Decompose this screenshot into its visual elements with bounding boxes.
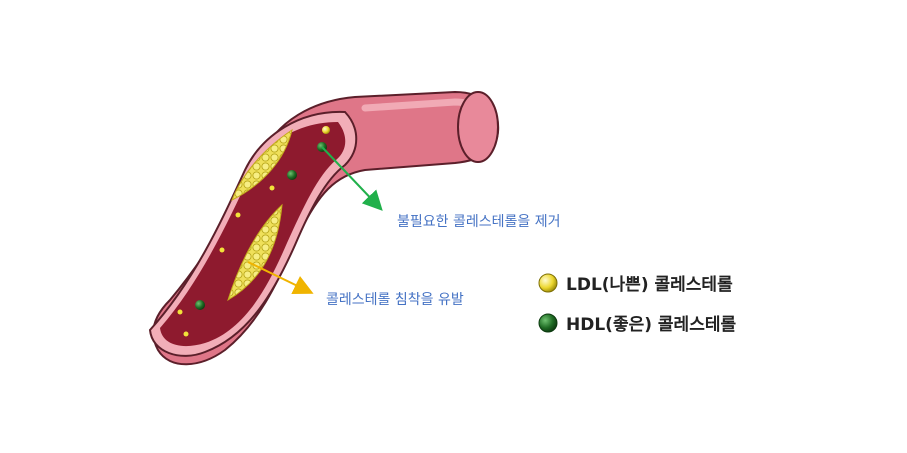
legend-hdl-swatch (538, 313, 558, 333)
plaque-deposit-upper (231, 128, 293, 202)
ldl-particle (235, 212, 241, 218)
annotation-deposit-text: 콜레스테롤 침착을 유발 (326, 292, 464, 308)
ldl-particle (177, 309, 183, 315)
vessel-end-right (457, 91, 499, 163)
legend-ldl-label: LDL(나쁜) 콜레스테롤 (566, 275, 733, 295)
vessel-lumen (160, 122, 346, 347)
plaque-deposit-lower (227, 203, 283, 302)
ldl-particle (183, 331, 189, 337)
ldl-particle (219, 247, 225, 253)
annotation-remove-text: 불필요한 콜레스테롤을 제거 (397, 214, 560, 230)
hdl-particle (287, 170, 297, 180)
remove-arrow (321, 146, 383, 211)
legend-ldl-swatch (538, 273, 558, 293)
legend-hdl-label: HDL(좋은) 콜레스테롤 (566, 315, 736, 335)
deposit-arrow (247, 261, 314, 295)
ldl-particle (322, 126, 330, 134)
legend: LDL(나쁜) 콜레스테롤 HDL(좋은) 콜레스테롤 (538, 273, 736, 335)
ldl-particle (269, 185, 275, 191)
hdl-particle (195, 300, 205, 310)
